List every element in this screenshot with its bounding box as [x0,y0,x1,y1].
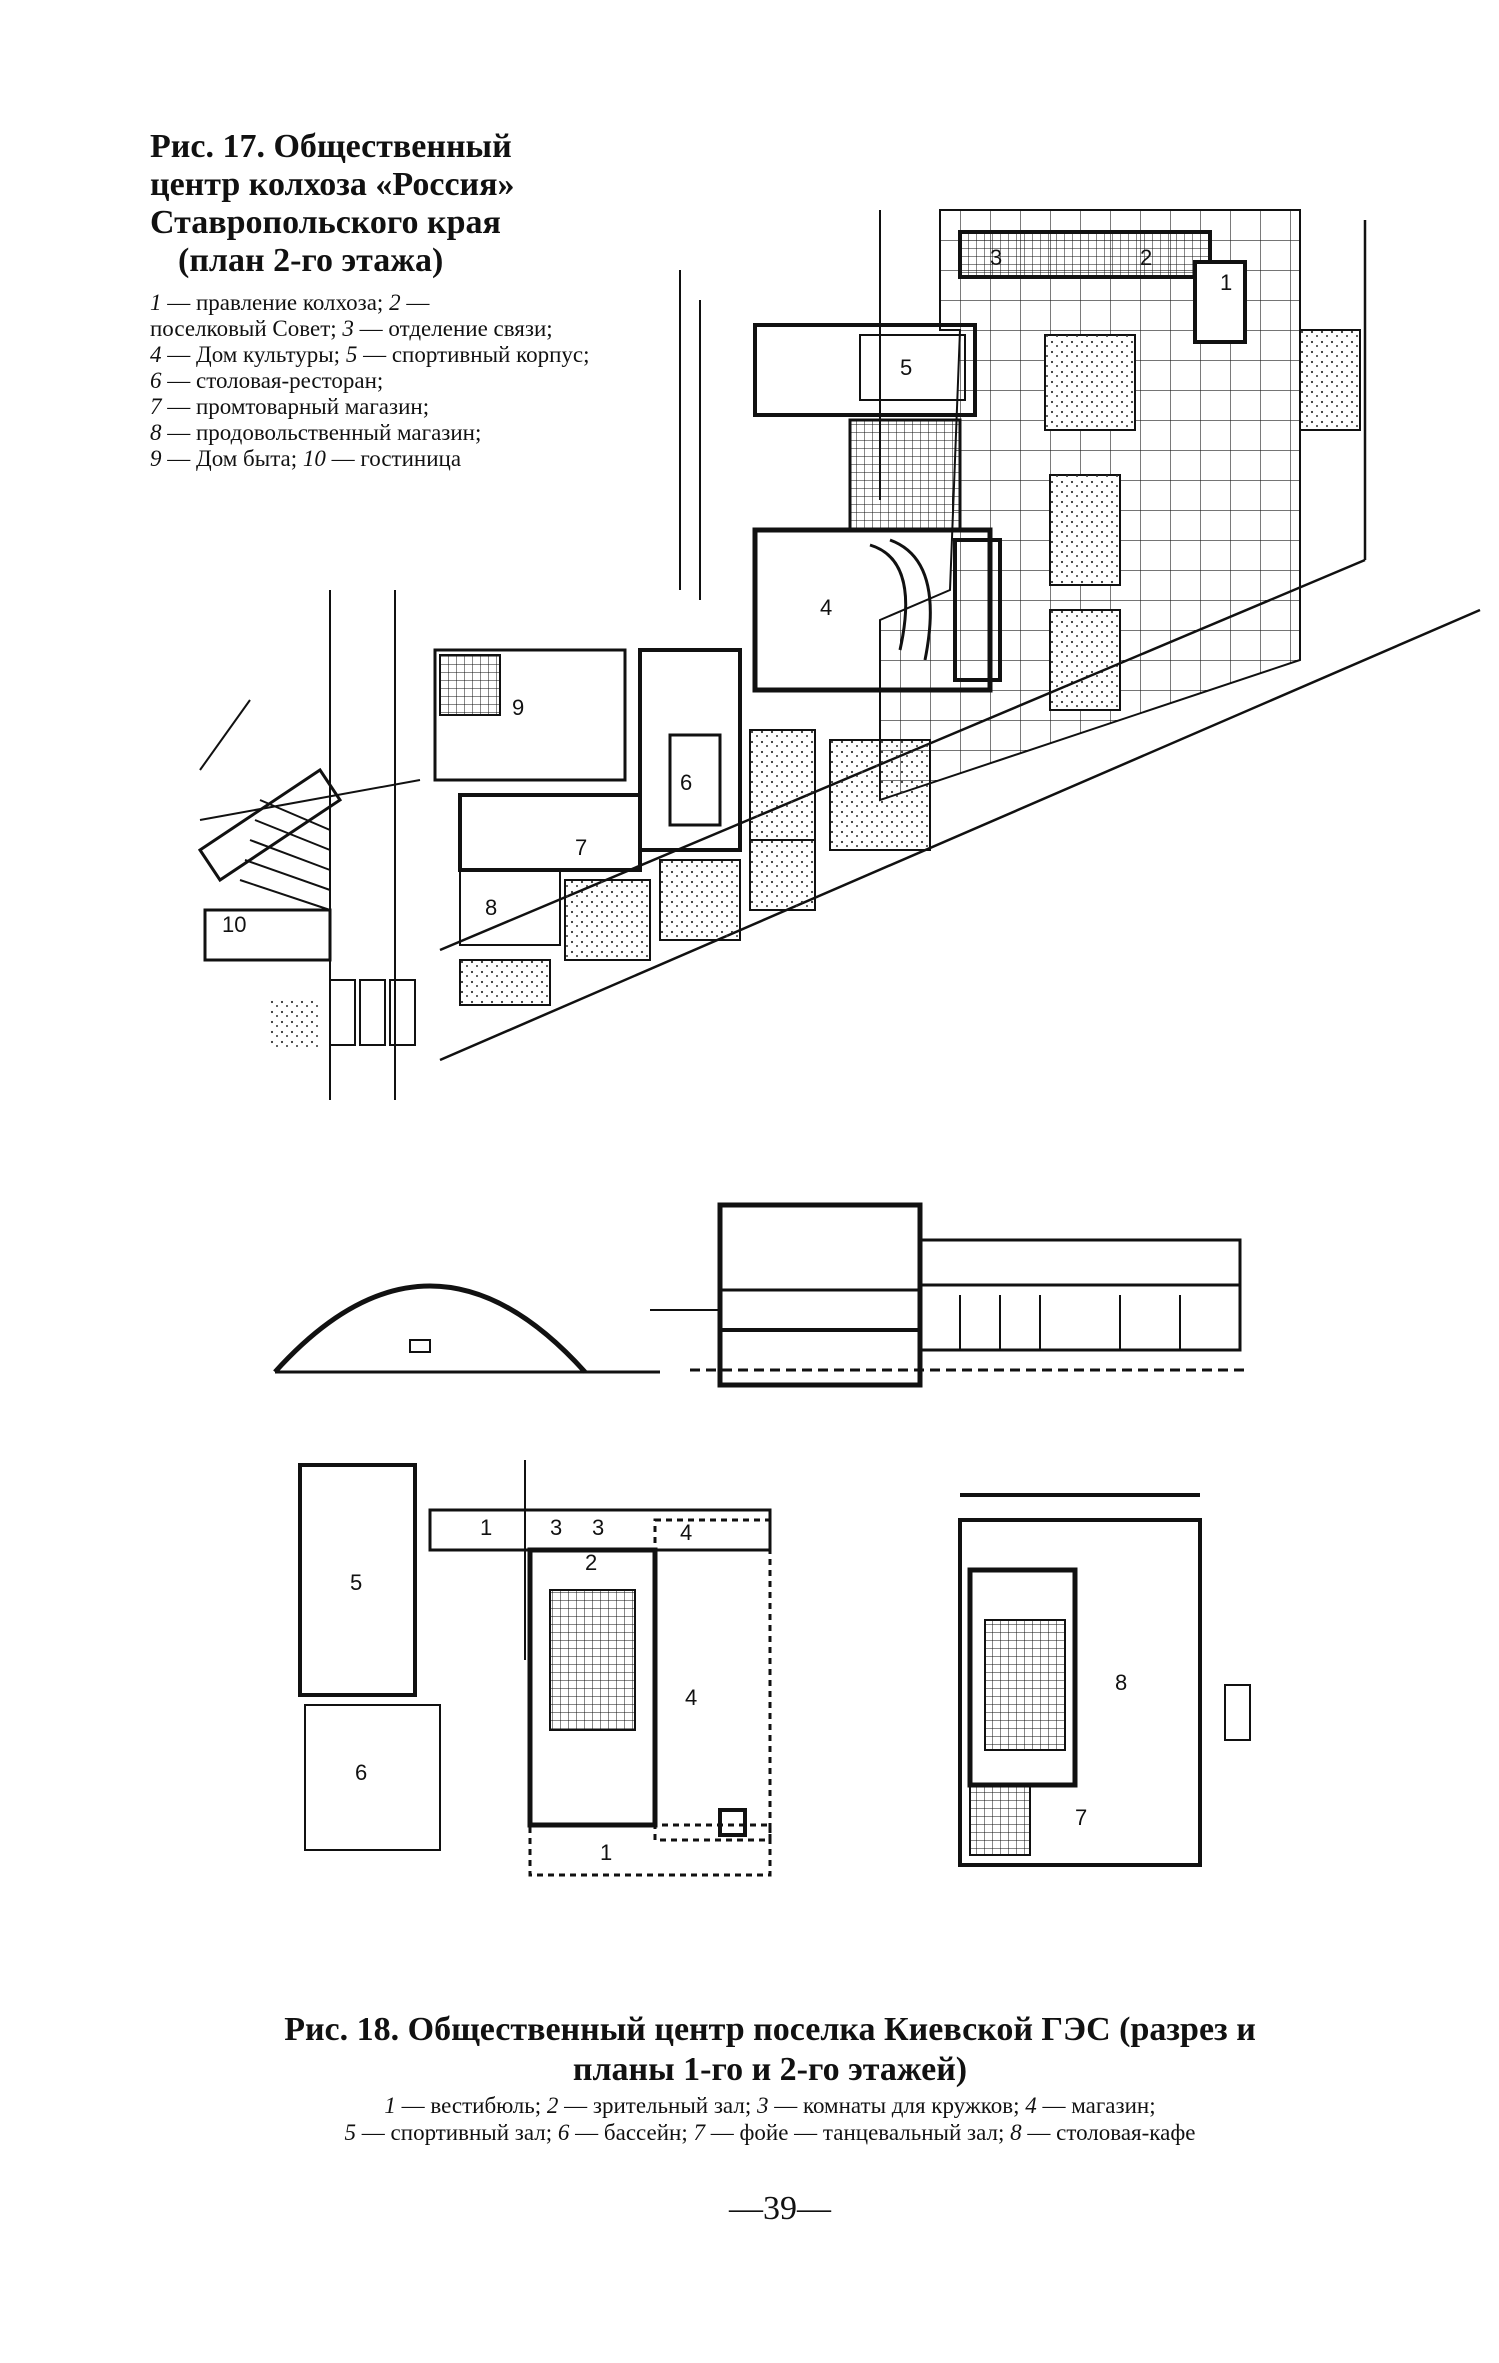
section-main-block [717,1202,923,1388]
legend-text: зрительный зал; [592,2093,752,2118]
figure-17-title-line: Рис. 17. Общественный [150,128,512,165]
site-plan-drawing: 3 2 1 5 4 9 6 7 8 10 [0,0,1499,1150]
building-6 [638,648,742,852]
legend-text: спортивный зал; [390,2120,553,2145]
plan1-sports-hall [298,1463,417,1697]
legend-num: 5 [345,342,358,367]
section-and-plans-drawing: 5 6 1 2 3 3 4 4 1 8 7 [0,1160,1499,2000]
legend-text: правление колхоза; [196,290,384,315]
legend-num: 10 [302,446,326,471]
plan-label: 1 [1220,270,1232,295]
plan-label: 3 [592,1515,604,1540]
building-3-2-1 [958,230,1212,279]
plan-label: 6 [355,1760,367,1785]
legend-text: фойе — танцевальный зал; [739,2120,1005,2145]
legend-num: 8 [150,420,162,445]
legend-num: 2 [389,290,401,315]
section-vault [273,1283,587,1374]
plan1-shop [653,1518,772,1842]
plan-label: 5 [900,355,912,380]
plan-label: 4 [820,595,832,620]
section-plans-svg: 5 6 1 2 3 3 4 4 1 8 7 [273,1202,1251,1877]
legend-num: 1 [384,2093,396,2118]
legend-num: 4 [150,342,162,367]
legend-num: 6 [150,368,162,393]
figure-17-title-line: Ставропольского края [150,204,501,241]
legend-text: бассейн; [603,2120,688,2145]
building-4 [752,527,993,693]
plan2-outline [958,1518,1202,1867]
plan-label: 1 [480,1515,492,1540]
plan-label: 6 [680,770,692,795]
figure-17-title-line: центр колхоза «Россия» [150,166,515,203]
plan-label: 2 [1140,245,1152,270]
plan-label: 2 [585,1550,597,1575]
legend-text: промтоварный магазин; [196,394,430,419]
building-8 [459,869,561,946]
legend-num: 9 [150,446,162,471]
figure-18-legend: 1 — вестибюль; 2 — зрительный зал; 3 — к… [344,2093,1196,2145]
building-7 [458,793,642,872]
legend-num: 7 [150,394,162,419]
legend-num: 8 [1010,2120,1022,2145]
legend-text: вестибюль; [430,2093,542,2118]
figure-18-title-line: планы 1-го и 2-го этажей) [572,2051,968,2088]
legend-text: магазин; [1071,2093,1156,2118]
plan-label: 7 [1075,1805,1087,1830]
legend-text: продовольственный магазин; [196,420,482,445]
legend-num: 3 [756,2093,769,2118]
site-plan-svg: 3 2 1 5 4 9 6 7 8 10 [197,209,1481,1100]
plan-label: 4 [685,1685,697,1710]
building-9 [433,648,627,782]
plan1-pool [304,1704,441,1851]
legend-text: Дом быта; [196,446,298,471]
figure-17-legend: 1 — правление колхоза; 2 — поселковый Со… [150,290,590,471]
legend-text: гостиница [360,446,462,471]
plan-label: 3 [550,1515,562,1540]
legend-num: 5 [344,2120,357,2145]
legend-num: 4 [1025,2093,1037,2118]
building-5 [753,323,977,417]
lawn-patch [1299,329,1361,431]
plan-label: 1 [600,1840,612,1865]
figure-17-title: Рис. 17. Общественный центр колхоза «Рос… [150,128,580,280]
plan-label: 10 [222,912,246,937]
legend-num: 1 [150,290,162,315]
plan-label: 5 [350,1570,362,1595]
legend-text: спортивный корпус; [391,342,590,367]
legend-num: 2 [546,2093,559,2118]
plan-label: 9 [512,695,524,720]
legend-num: 7 [693,2120,706,2145]
page-number: —39— [729,2190,831,2227]
legend-num: 3 [342,316,354,341]
legend-text: отделение связи; [388,316,553,341]
figure-18-title-line: Рис. 18. Общественный центр поселка Киев… [284,2011,1256,2048]
legend-text: столовая-кафе [1056,2120,1196,2145]
legend-text: столовая-ресторан; [196,368,384,393]
plan-label: 8 [485,895,497,920]
plan-label: 7 [575,835,587,860]
plan-label: 4 [680,1520,692,1545]
legend-text: Дом культуры; [196,342,341,367]
figure-18-title: Рис. 18. Общественный центр поселка Киев… [150,2010,1390,2090]
plan-label: 8 [1115,1670,1127,1695]
plan-label: 3 [990,245,1002,270]
plan1-auditorium [527,1547,658,1828]
legend-text: комнаты для кружков; [802,2093,1020,2118]
figure-17-title-line: (план 2-го этажа) [178,242,444,279]
legend-text: поселковый Совет; [150,316,337,341]
legend-num: 6 [557,2120,570,2145]
